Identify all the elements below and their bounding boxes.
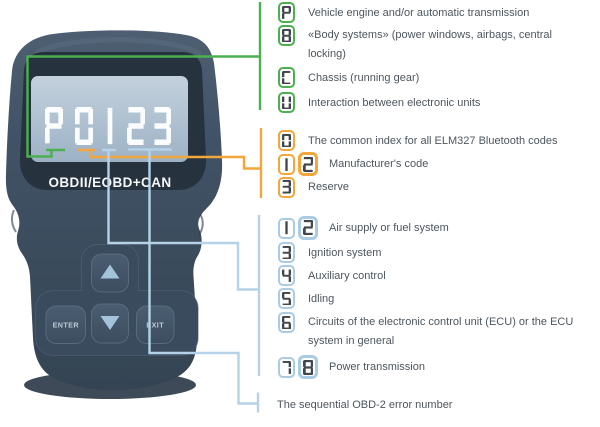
seven-segment-char-3 — [282, 180, 291, 194]
legend-item-subsystem-4: Auxiliary control — [278, 265, 386, 286]
seven-segment-char-1 — [285, 158, 288, 171]
legend-item-subsystem-78: Power transmission — [278, 355, 425, 379]
seven-segment-char-P — [282, 5, 291, 19]
legend-item-label: Air supply or fuel system — [329, 221, 449, 234]
legend-item-label: The common index for all ELM327 Bluetoot… — [308, 134, 558, 147]
legend-item-label: Interaction between electronic units — [308, 96, 481, 109]
code-char-box-1 — [278, 217, 295, 239]
legend-item-label: Auxiliary control — [308, 269, 386, 282]
seven-segment-char-B — [282, 28, 291, 43]
code-char-box-P — [278, 2, 295, 23]
lcd-digit-1 — [107, 107, 113, 145]
code-char-box-3 — [278, 242, 295, 263]
connector-blue-subsystem — [102, 148, 261, 376]
enter-button-label: ENTER — [53, 321, 80, 330]
seven-segment-char-2 — [302, 220, 314, 235]
seven-segment-char-1 — [285, 221, 288, 235]
seven-segment-char-3 — [282, 245, 291, 260]
seven-segment-char-6 — [282, 315, 291, 330]
code-char-box-4 — [278, 265, 295, 286]
connector-blue-sequence — [128, 148, 260, 413]
device-top-highlight — [35, 37, 202, 56]
seven-segment-char-2 — [302, 156, 314, 172]
seven-segment-char-C — [282, 70, 291, 85]
legend-item-system-letter-P: Vehicle engine and/or automatic transmis… — [278, 2, 529, 23]
legend-item-label: Reserve — [308, 181, 349, 193]
code-char-box-7 — [278, 357, 295, 378]
seven-segment-char-U — [282, 96, 291, 110]
grip-notch-left — [10, 209, 17, 233]
code-char-box-2 — [298, 215, 318, 240]
code-char-box-B — [278, 25, 295, 46]
down-button — [91, 303, 129, 344]
lcd-digit-2 — [127, 107, 145, 145]
seven-segment-char-7 — [282, 360, 291, 374]
connector-green-system-letter — [26, 2, 262, 158]
legend-item-subsystem-3: Ignition system — [278, 242, 381, 263]
down-arrow-icon — [100, 316, 120, 330]
lcd-digit-0 — [75, 107, 93, 145]
legend-item-label: Ignition system — [308, 246, 382, 259]
legend-item-label: Chassis (running gear) — [308, 71, 420, 84]
code-char-box-2 — [298, 152, 318, 176]
legend-item-label: Power transmission — [329, 361, 425, 373]
enter-button: ENTER — [45, 305, 86, 344]
sequence-footer-label: The sequential OBD-2 error number — [277, 399, 453, 411]
legend-item-system-letter-C: Chassis (running gear) — [278, 67, 419, 88]
code-char-box-3 — [278, 176, 295, 198]
code-char-box-C — [278, 67, 295, 88]
code-char-box-0 — [278, 130, 295, 151]
connector-orange-code-index — [77, 128, 263, 198]
seven-segment-char-4 — [282, 269, 291, 282]
lcd-digit-3 — [154, 107, 171, 145]
exit-button: EXIT — [136, 305, 175, 344]
legend-item-label: Manufacturer's code — [329, 158, 429, 170]
legend-item-label: Circuits of the electronic control unit … — [308, 315, 574, 348]
legend-item-label: Vehicle engine and/or automatic transmis… — [308, 6, 530, 19]
lcd-digit-P — [45, 107, 63, 144]
legend-item-subsystem-12: Air supply or fuel system — [278, 215, 449, 240]
code-char-box-1 — [278, 154, 295, 175]
grip-notch-right — [198, 213, 204, 236]
lcd-code-digits — [45, 107, 171, 145]
legend-item-code-index-12: Manufacturer's code — [278, 152, 428, 176]
legend-item-code-index-0: The common index for all ELM327 Bluetoot… — [278, 130, 557, 151]
exit-button-label: EXIT — [146, 321, 164, 330]
seven-segment-char-5 — [282, 291, 291, 306]
code-char-box-8 — [298, 355, 318, 379]
legend-item-system-letter-B: «Body systems» (power windows, airbags, … — [278, 25, 570, 65]
legend-item-label: «Body systems» (power windows, airbags, … — [308, 28, 552, 61]
seven-segment-char-0 — [282, 133, 291, 148]
code-char-box-6 — [278, 312, 295, 333]
up-button — [91, 253, 129, 293]
legend-item-code-index-3: Reserve — [278, 176, 349, 198]
legend-item-system-letter-U: Interaction between electronic units — [278, 92, 480, 113]
legend-item-subsystem-5: Idling — [278, 288, 334, 309]
code-char-box-U — [278, 92, 295, 113]
seven-segment-char-8 — [302, 359, 314, 375]
code-char-box-5 — [278, 288, 295, 309]
legend-item-label: Idling — [308, 292, 335, 305]
legend-item-subsystem-6: Circuits of the electronic control unit … — [278, 312, 600, 352]
up-arrow-icon — [100, 264, 120, 279]
device-model-label: OBDII/EOBD+CAN — [49, 175, 172, 190]
